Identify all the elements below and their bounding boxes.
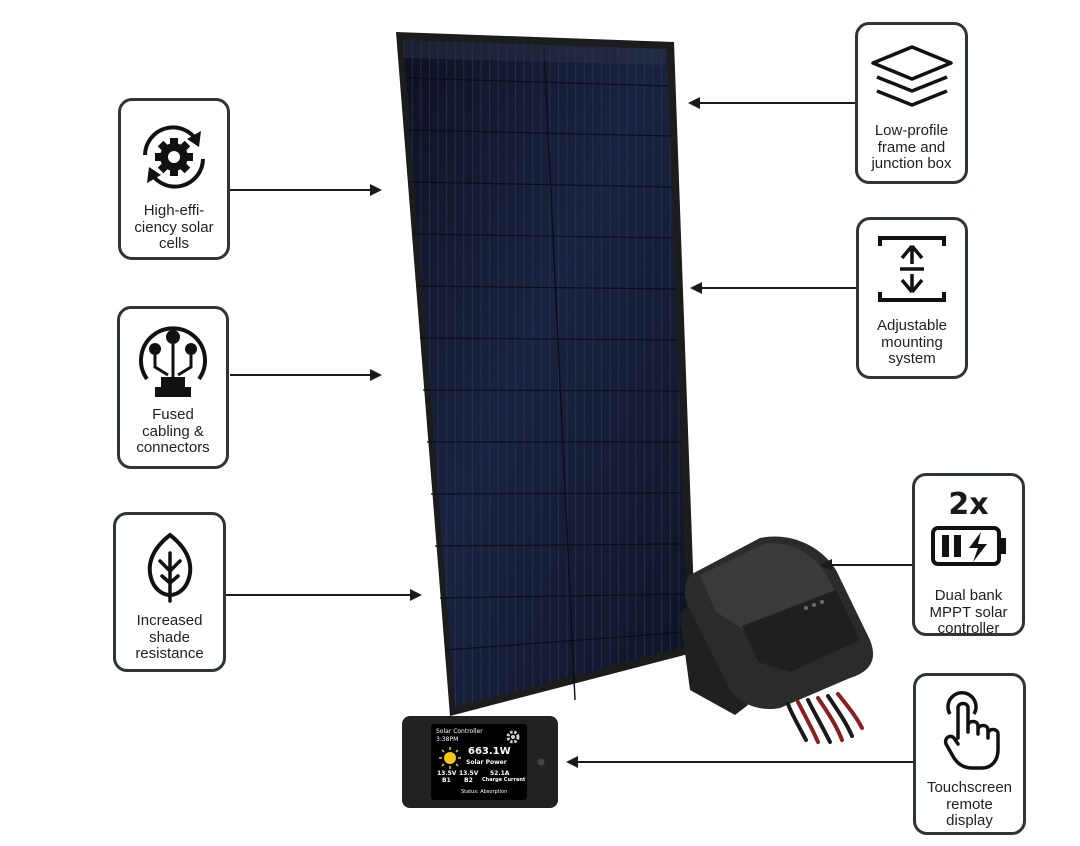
feature-card-display: Touchscreen remote display	[913, 673, 1026, 835]
settings-gear-icon	[506, 730, 520, 744]
screen-current: 52.1A	[490, 770, 510, 777]
badge-2x: 2x	[948, 487, 989, 522]
callout-arrows	[226, 97, 913, 768]
screen-b2-volt: 13.5V	[459, 770, 479, 777]
screen-title: Solar Controller	[436, 728, 483, 735]
leaf-icon	[142, 531, 198, 603]
screen-power-label: Solar Power	[466, 759, 507, 766]
remote-display-device	[402, 716, 558, 808]
feature-card-frame: Low-profile frame and junction box	[855, 22, 968, 184]
feature-card-shade: Increased shade resistance	[113, 512, 226, 672]
feature-label: Adjustable mounting system	[876, 317, 948, 367]
feature-label: High-effi- ciency solar cells	[134, 202, 214, 252]
feature-label: Fused cabling & connectors	[136, 406, 210, 456]
feature-card-mounting: Adjustable mounting system	[856, 217, 968, 379]
screen-time: 3:38PM	[436, 736, 459, 743]
feature-card-cells: High-effi- ciency solar cells	[118, 98, 230, 260]
panel-cell-rows	[404, 77, 688, 651]
dual-battery-icon	[929, 524, 1009, 568]
sun-icon	[439, 747, 461, 769]
feature-label: Touchscreen remote display	[926, 779, 1013, 829]
screen-power: 663.1W	[468, 746, 511, 757]
mppt-controller	[680, 536, 874, 744]
gear-cycle-icon	[131, 121, 217, 191]
height-adjust-icon	[876, 234, 948, 304]
feature-label: Low-profile frame and junction box	[871, 122, 952, 172]
screen-b1-label: B1	[442, 777, 451, 784]
feature-card-controller: 2x Dual bank MPPT solar controller	[912, 473, 1025, 637]
screen-b2-label: B2	[464, 777, 473, 784]
layers-icon	[867, 41, 957, 113]
touch-hand-icon	[938, 688, 1002, 772]
screen-b1-volt: 13.5V	[437, 770, 457, 777]
circuit-connector-icon	[135, 323, 211, 403]
feature-card-cabling: Fused cabling & connectors	[117, 306, 229, 469]
feature-label: Increased shade resistance	[135, 612, 204, 662]
screen-status: Status: Absorption	[461, 789, 508, 795]
screen-current-label: Charge Current	[482, 777, 526, 783]
feature-label: Dual bank MPPT solar controller	[929, 587, 1008, 637]
solar-panel	[396, 32, 696, 716]
